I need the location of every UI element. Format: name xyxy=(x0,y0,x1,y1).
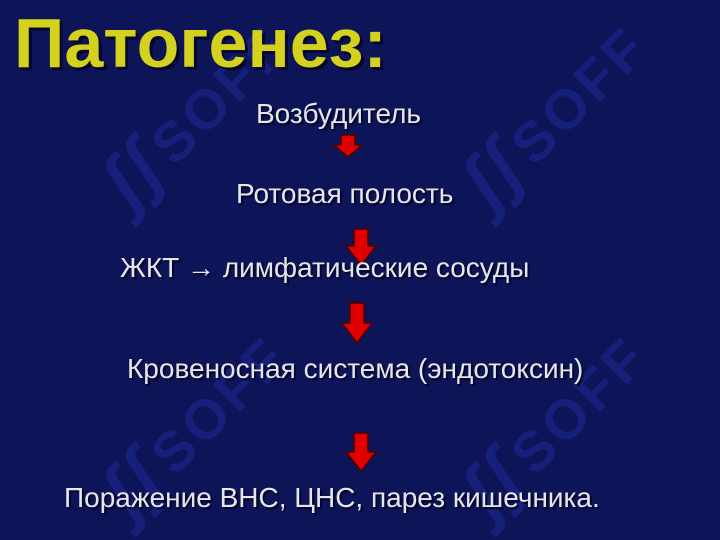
step-oral-cavity: Ротовая полость xyxy=(236,178,454,209)
down-arrow-icon xyxy=(344,432,378,472)
step-bloodstream: Кровеносная система (эндотоксин) xyxy=(127,353,584,384)
step-pathogen: Возбудитель xyxy=(256,98,422,129)
watermark-logo: ʃʃSOFF xyxy=(443,14,660,222)
step-gi-lymphatic: ЖКТ → лимфатические сосуды xyxy=(120,252,530,283)
down-arrow-icon xyxy=(340,302,374,344)
slide-title: Патогенез: xyxy=(14,4,387,82)
down-arrow-icon xyxy=(332,134,364,158)
down-arrow-icon xyxy=(344,228,378,266)
step-outcome: Поражение ВНС, ЦНС, парез кишечника. xyxy=(64,482,600,513)
